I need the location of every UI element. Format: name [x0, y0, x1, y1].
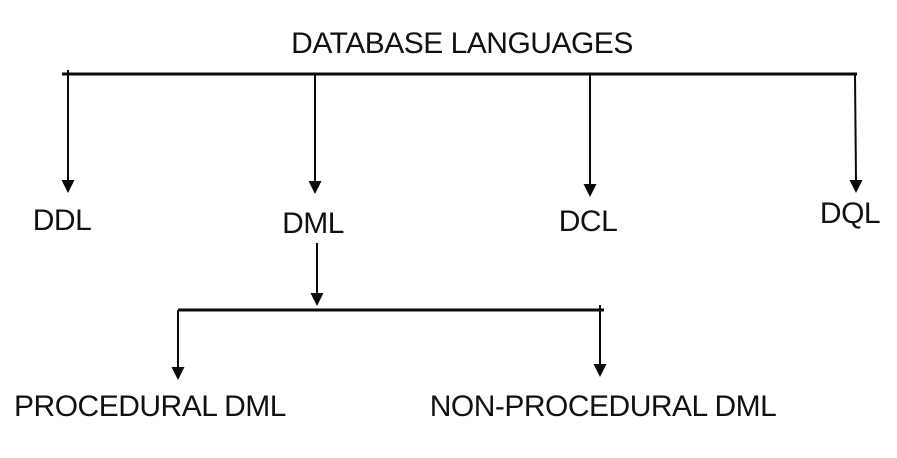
- arrow-to-dql: [849, 73, 863, 193]
- non-procedural-dml-node-label: NON-PROCEDURAL DML: [429, 390, 777, 423]
- dql-node-label: DQL: [819, 197, 881, 230]
- dcl-node-label: DCL: [558, 205, 618, 238]
- root-node-label: DATABASE LANGUAGES: [291, 27, 633, 60]
- dml-node-label: DML: [282, 207, 344, 240]
- arrow-to-dml: [308, 74, 322, 194]
- arrow-to-dcl: [583, 74, 597, 197]
- procedural-dml-node-label: PROCEDURAL DML: [14, 390, 286, 423]
- ddl-node-label: DDL: [32, 204, 92, 237]
- arrow-from-dml: [310, 243, 324, 306]
- arrow-to-ddl: [61, 70, 75, 193]
- arrow-to-procedural-dml: [171, 310, 185, 380]
- arrow-to-non-procedural-dml: [593, 305, 607, 377]
